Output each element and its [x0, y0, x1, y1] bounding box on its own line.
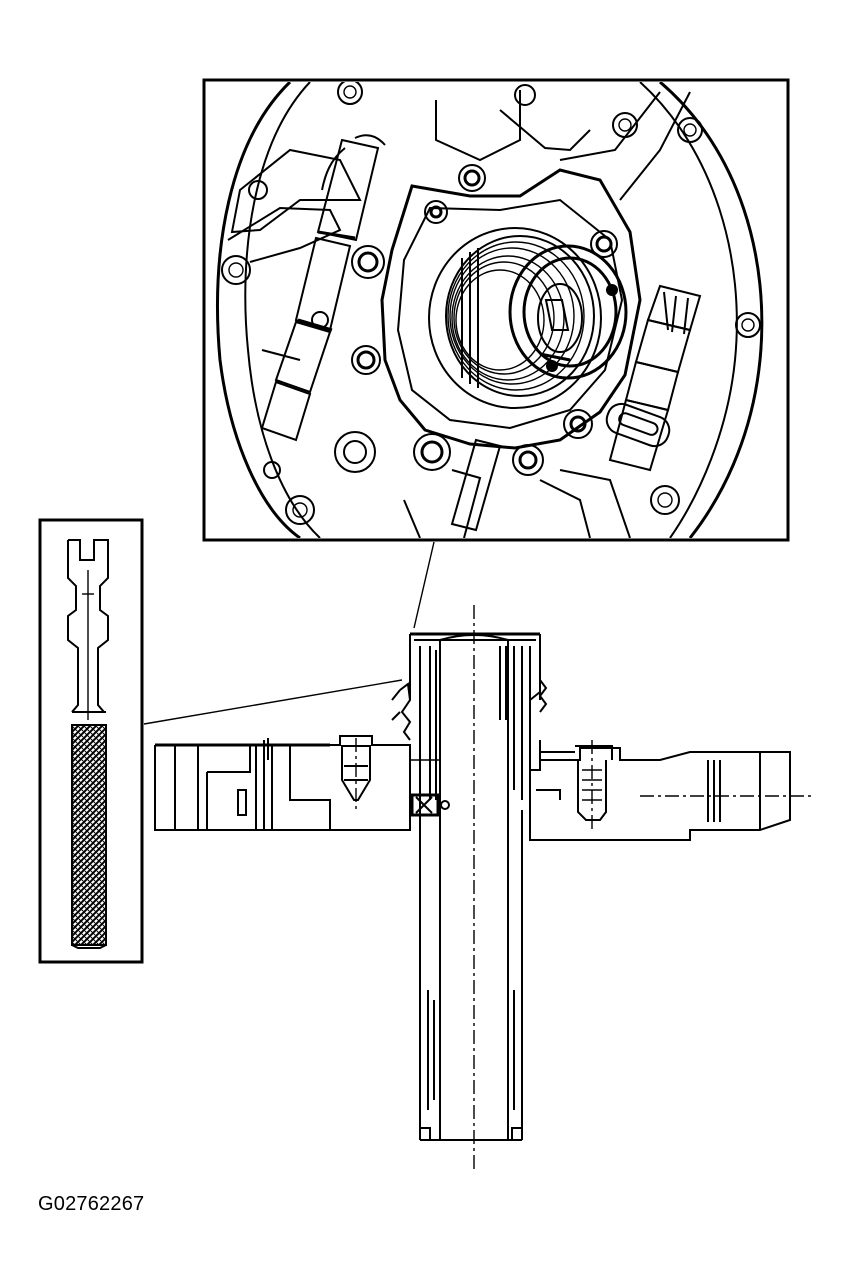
inset-bolt-view — [38, 518, 144, 964]
figure-id-label: G02762267 — [38, 1193, 144, 1215]
stator-shaft — [409, 632, 541, 1141]
detail-view-pump-body — [202, 78, 790, 542]
pump-body-left — [154, 682, 450, 831]
detail-frame — [202, 78, 790, 542]
leader-line-detail — [413, 541, 435, 629]
oil-tube-left — [260, 134, 386, 442]
inset-frame — [38, 518, 144, 964]
pump-body-flange — [380, 168, 642, 450]
bolt-thread — [71, 724, 107, 946]
leader-line-inset — [143, 679, 403, 725]
housing-bolts — [221, 82, 761, 525]
stator-rings — [445, 235, 628, 397]
oil-tube-right — [605, 284, 702, 472]
pump-body-right — [529, 679, 791, 841]
pump-cross-section — [154, 605, 812, 1170]
